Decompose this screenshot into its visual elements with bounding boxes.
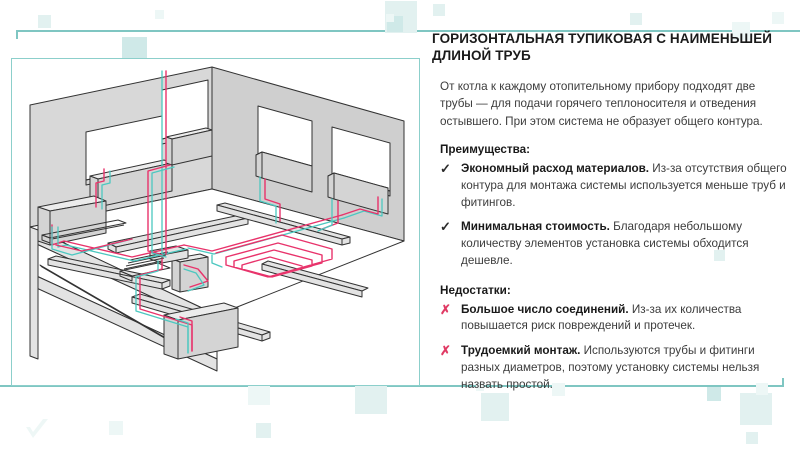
disadvantages-heading: Недостатки: [440, 283, 511, 297]
decorative-square [38, 15, 51, 28]
disadvantages-list: ✗ Большое число соединений. Из-за их коли… [432, 302, 788, 394]
decorative-square [433, 4, 445, 16]
watermark-check-icon [26, 419, 48, 438]
decorative-square [387, 16, 403, 32]
cross-icon: ✗ [440, 343, 451, 359]
top-accent-rule-cap [16, 30, 18, 39]
heating-scheme-figure: .ol { fill:none; stroke:#333; stroke-wid… [11, 58, 420, 386]
list-item-lead: Экономный расход материалов. [461, 162, 650, 176]
intro-paragraph: От котла к каждому отопительному прибору… [440, 79, 763, 128]
check-icon: ✓ [440, 219, 451, 235]
check-icon: ✓ [440, 161, 451, 177]
decorative-square [386, 14, 394, 22]
decorative-square [746, 432, 758, 444]
decorative-square [772, 12, 784, 24]
list-item: ✗Трудоемкий монтаж. Используются трубы и… [440, 343, 788, 393]
decorative-square [155, 10, 164, 19]
list-item: ✓ Минимальная стоимость. Благодаря неболь… [440, 219, 788, 269]
decorative-square [256, 423, 271, 438]
decorative-square [630, 13, 642, 25]
cross-icon: ✗ [440, 301, 451, 317]
article-content: ГОРИЗОНТАЛЬНАЯ ТУПИКОВАЯ С НАИМЕНЬШЕЙ ДЛ… [432, 30, 788, 407]
list-item-lead: Минимальная стоимость. [461, 220, 610, 234]
advantages-heading: Преимущества: [440, 143, 531, 157]
decorative-square [385, 1, 417, 33]
decorative-square [248, 383, 270, 405]
advantages-list: ✓ Экономный расход материалов. Из-за отсу… [432, 161, 788, 269]
list-item-lead: Трудоемкий монтаж. [461, 344, 581, 358]
decorative-square [109, 421, 123, 435]
list-item: ✓ Экономный расход материалов. Из-за отсу… [440, 161, 788, 211]
list-item: ✗ Большое число соединений. Из-за их коли… [440, 302, 788, 335]
list-item-body: Из-за их количества повышается риск повр… [461, 302, 742, 333]
isometric-room-diagram: .ol { fill:none; stroke:#333; stroke-wid… [29, 66, 405, 372]
page-title: ГОРИЗОНТАЛЬНАЯ ТУПИКОВАЯ С НАИМЕНЬШЕЙ ДЛ… [432, 31, 773, 64]
decorative-square [355, 382, 387, 414]
list-item-lead: Большое число соединений. [461, 302, 629, 316]
list-item-body: Благодаря небольшому количеству элементо… [461, 220, 749, 267]
list-item-body: Из-за отсутствия общего контура для монт… [461, 162, 787, 209]
